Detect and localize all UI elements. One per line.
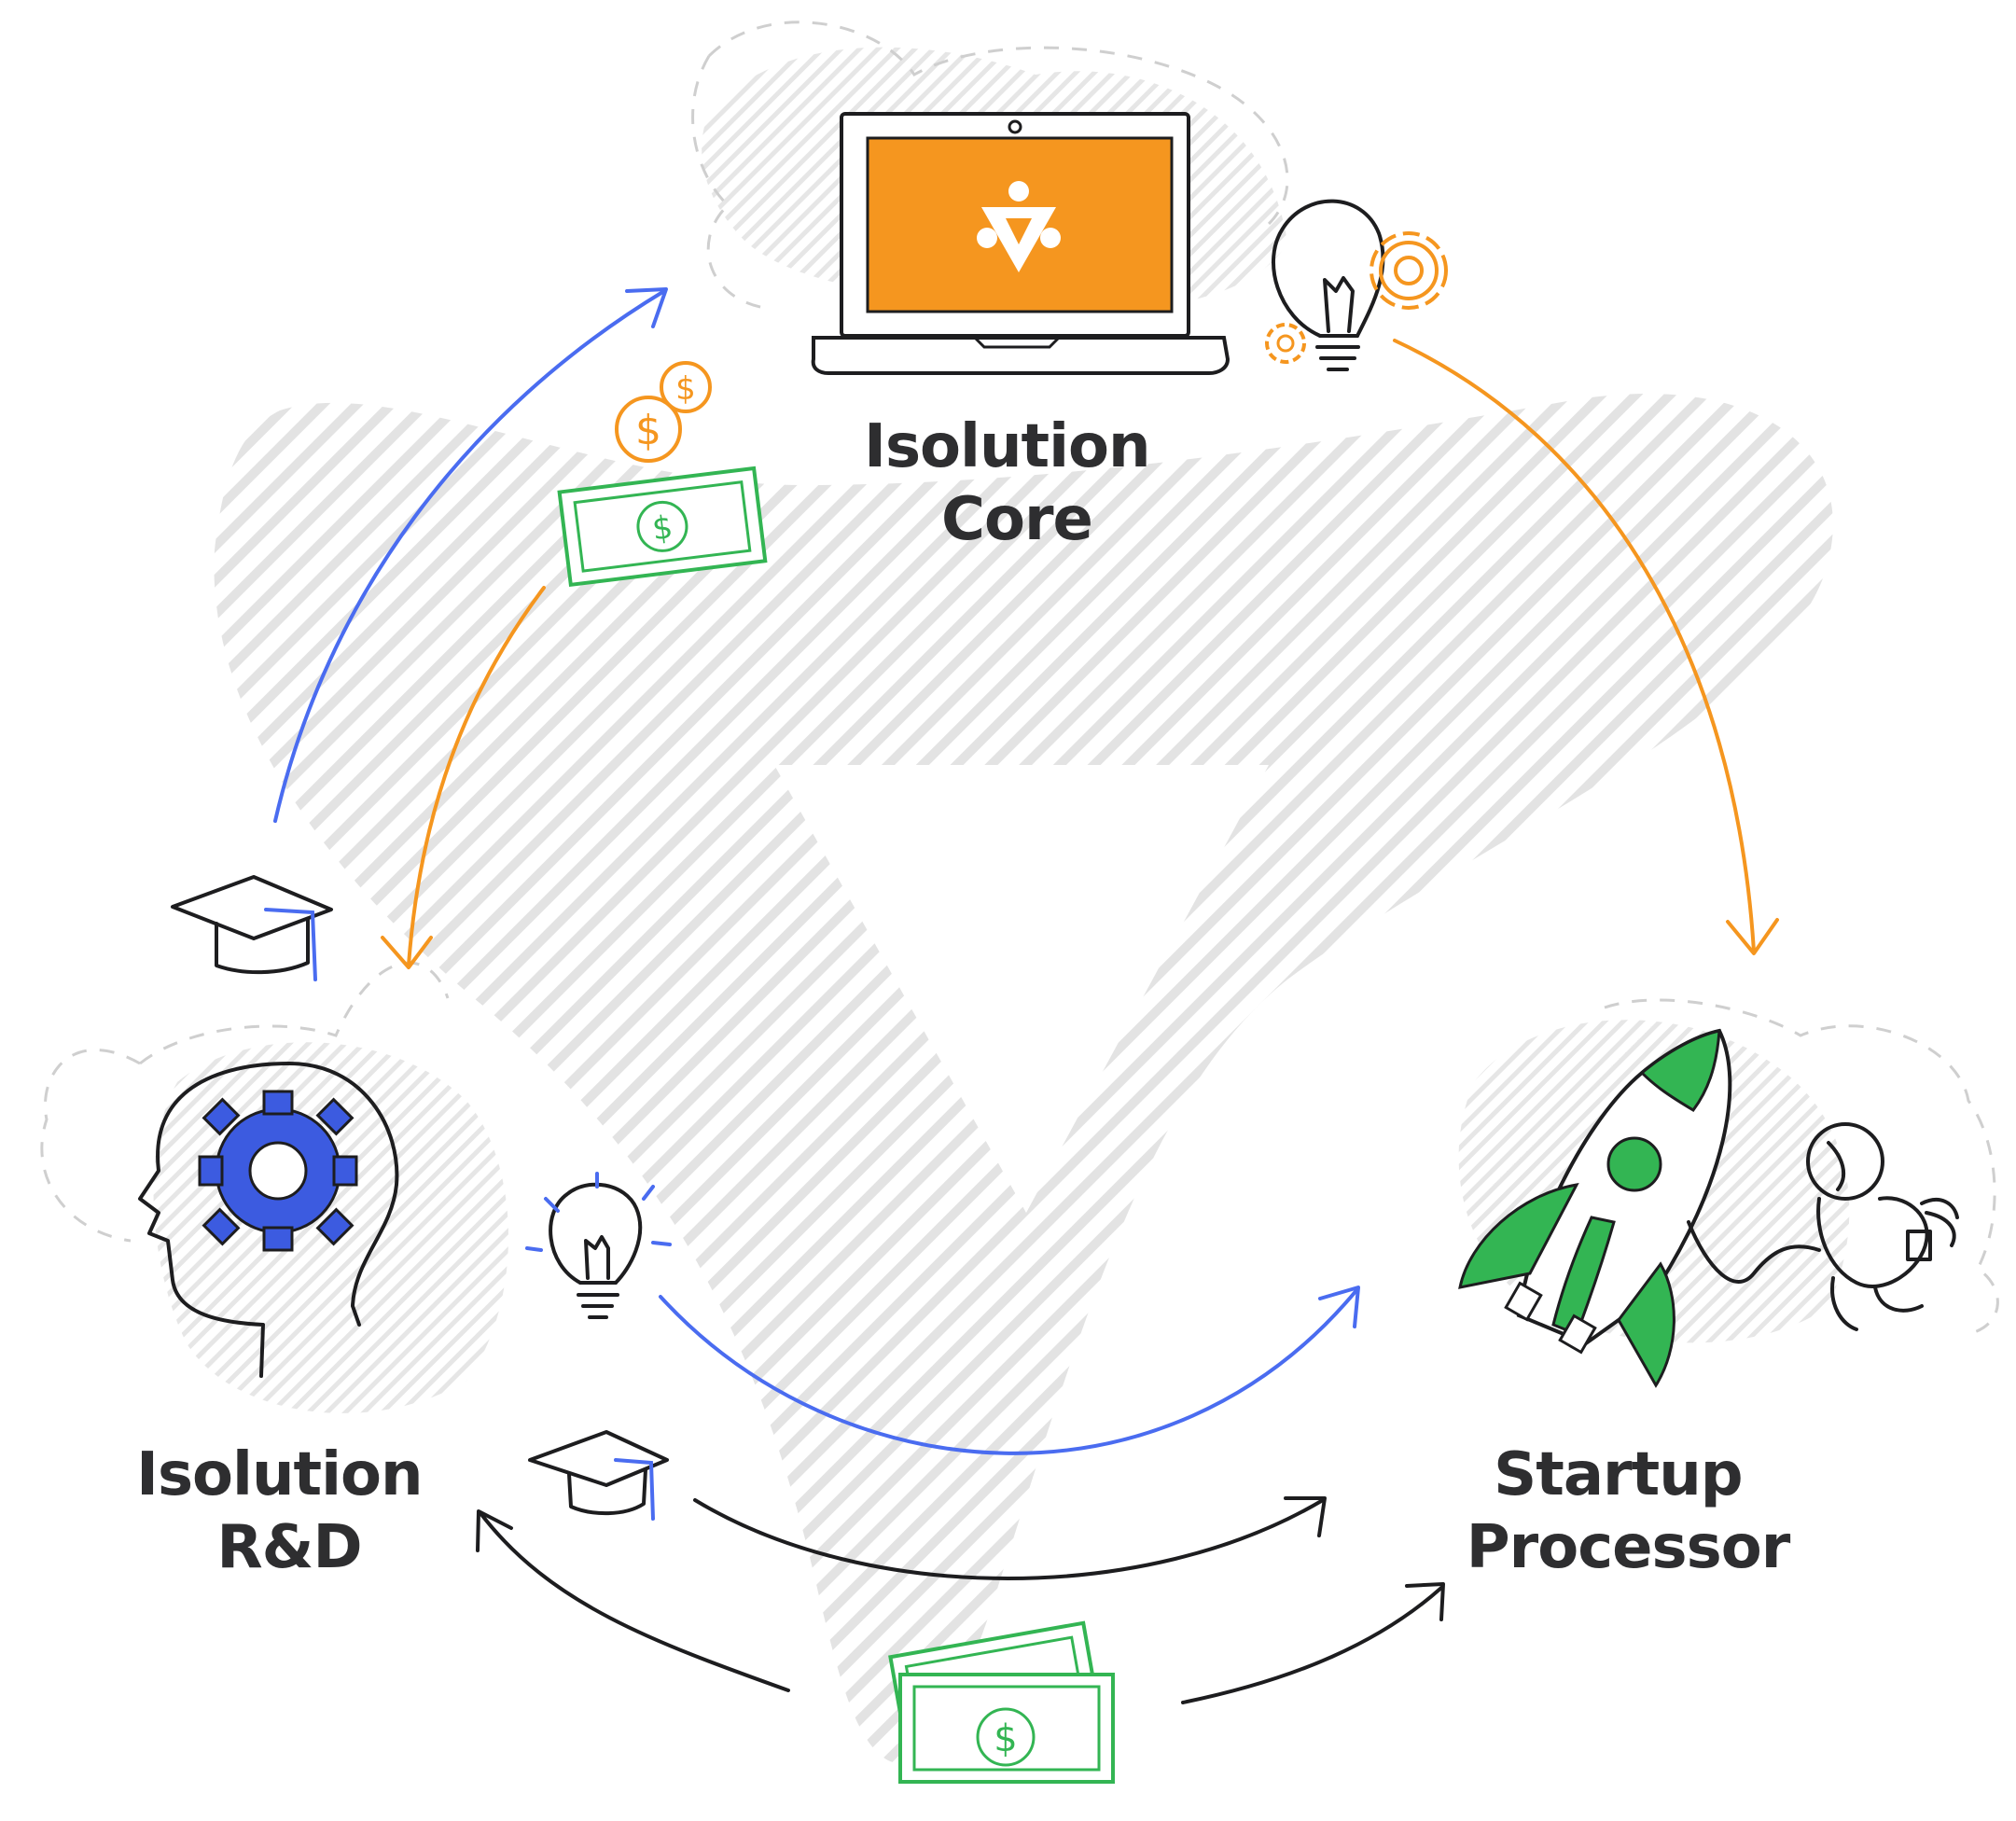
coin-icon: $ $ [615,361,712,463]
rocket-icon [1458,1028,1732,1388]
svg-text:$: $ [650,508,674,548]
head-icon [138,1062,399,1378]
rnd-label: Isolution R&D [136,1440,442,1582]
astronaut-icon [1687,1122,1959,1331]
graduation-cap-icon [528,1430,669,1521]
core-label: Isolution Core [864,412,1170,554]
svg-text:$: $ [635,407,661,454]
arrow-rnd-to-processor [659,1286,1360,1455]
arrow-money-to-rnd [476,1509,790,1692]
svg-text:$: $ [994,1717,1017,1760]
gear-icon [1265,231,1448,364]
logo-icon [977,181,1061,272]
dashed-blobs [40,21,1999,1336]
banknote-icon: $ [557,466,768,588]
arrow-rnd-to-processor-dark [693,1496,1327,1580]
gear-icon [198,1090,358,1252]
lightbulb-icon [1272,199,1385,371]
lightbulb-icon [525,1172,672,1319]
graduation-cap-icon [171,875,333,981]
svg-text:$: $ [675,370,696,408]
arrow-core-to-processor [1393,339,1779,955]
processor-label: Startup Processor [1467,1440,1791,1582]
arrow-rnd-to-core [273,287,668,823]
banknote-icon: $ [888,1620,1115,1784]
arrow-core-to-rnd [381,586,546,969]
arrow-money-to-processor [1181,1582,1445,1704]
